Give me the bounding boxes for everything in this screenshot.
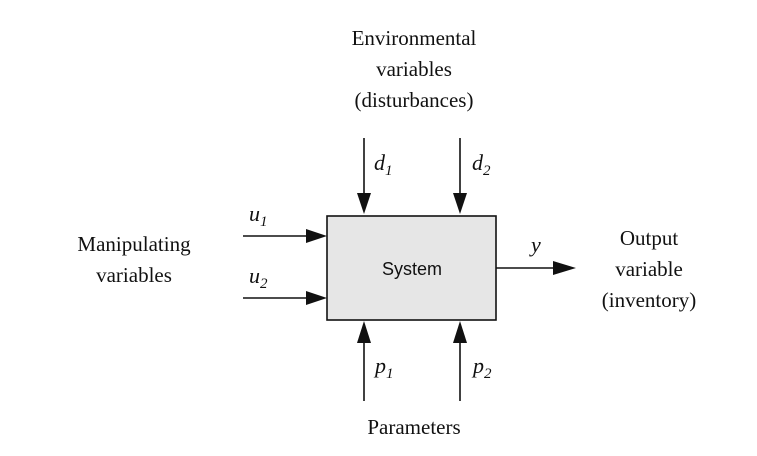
output-label-y: y xyxy=(529,232,541,257)
disturbance-label-d2: d2 xyxy=(472,150,491,179)
disturbances-title-line-2: variables xyxy=(376,57,452,81)
manipulating-arrow-u1 xyxy=(243,229,327,243)
manipulating-title-line-2: variables xyxy=(96,263,172,287)
disturbance-arrow-d2 xyxy=(453,138,467,214)
d2-symbol: d xyxy=(472,150,484,175)
output-title-line-3: (inventory) xyxy=(602,288,696,312)
p1-subscript: 1 xyxy=(386,366,394,382)
disturbance-label-d1: d1 xyxy=(374,150,393,179)
manipulating-arrow-u2 xyxy=(243,291,327,305)
parameters-title: Parameters xyxy=(367,415,460,439)
output-arrow-y xyxy=(496,261,576,275)
manipulating-label-u1: u1 xyxy=(249,201,268,230)
disturbances-title: Environmental variables (disturbances) xyxy=(352,26,477,112)
system-label: System xyxy=(382,259,442,279)
parameter-label-p2: p2 xyxy=(471,353,492,382)
output-title-line-1: Output xyxy=(620,226,679,250)
p2-subscript: 2 xyxy=(484,366,492,382)
parameter-label-p1: p1 xyxy=(373,353,394,382)
u2-subscript: 2 xyxy=(260,276,268,292)
u1-subscript: 1 xyxy=(260,214,268,230)
disturbances-title-line-1: Environmental xyxy=(352,26,477,50)
parameter-arrow-p2 xyxy=(453,321,467,401)
d2-subscript: 2 xyxy=(483,163,491,179)
manipulating-label-u2: u2 xyxy=(249,263,268,292)
disturbances-title-line-3: (disturbances) xyxy=(355,88,474,112)
output-title: Output variable (inventory) xyxy=(602,226,696,312)
disturbance-arrow-d1 xyxy=(357,138,371,214)
u1-symbol: u xyxy=(249,201,260,226)
u2-symbol: u xyxy=(249,263,260,288)
d1-subscript: 1 xyxy=(385,163,393,179)
parameter-arrow-p1 xyxy=(357,321,371,401)
system-box xyxy=(326,215,497,321)
d1-symbol: d xyxy=(374,150,386,175)
manipulating-title-line-1: Manipulating xyxy=(77,232,191,256)
manipulating-title: Manipulating variables xyxy=(77,232,191,287)
p1-symbol: p xyxy=(373,353,386,378)
p2-symbol: p xyxy=(471,353,484,378)
output-title-line-2: variable xyxy=(615,257,683,281)
